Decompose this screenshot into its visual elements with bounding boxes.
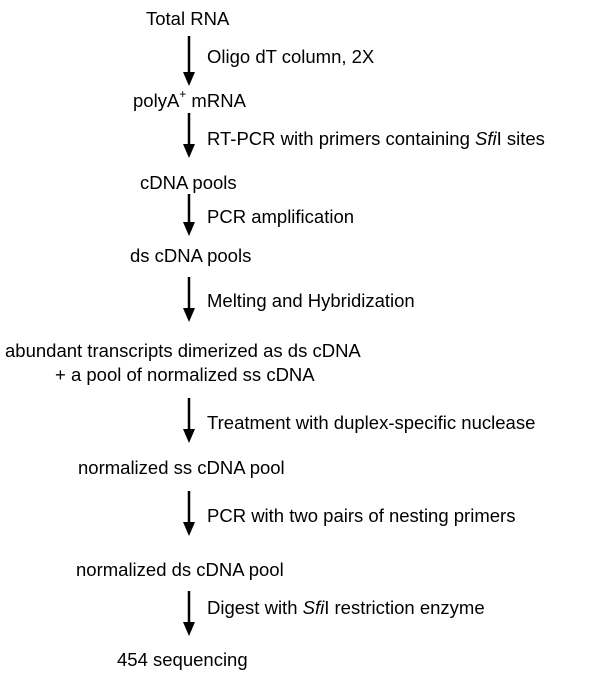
digest-text: Digest with [207, 597, 303, 618]
step-polya-text: polyA [133, 90, 180, 111]
arrow-down-icon-1 [183, 36, 195, 86]
step-454-sequencing: 454 sequencing [117, 649, 248, 670]
step-polya-superscript: + [179, 86, 187, 101]
step-normalized-ss-cdna-pool: normalized ss cDNA pool [78, 457, 285, 478]
restriction-enzyme-text: I restriction enzyme [324, 597, 485, 618]
arrow-down-icon-5 [183, 398, 195, 443]
sfi-italic: Sfi [475, 128, 497, 149]
arrow-label-rt-pcr: RT-PCR with primers containing SfiI site… [207, 128, 545, 150]
arrow-label-sfi-digest: Digest with SfiI restriction enzyme [207, 597, 485, 619]
step-total-rna: Total RNA [146, 8, 230, 29]
arrow-label-pcr-amplification: PCR amplification [207, 206, 355, 227]
arrow-down-icon-6 [183, 491, 195, 536]
arrow-label-duplex-nuclease: Treatment with duplex-specific nuclease [207, 412, 536, 433]
arrow-label-nesting-primers: PCR with two pairs of nesting primers [207, 505, 516, 526]
arrow-label-melting-hybridization: Melting and Hybridization [207, 290, 415, 311]
step-normalized-ds-cdna-pool: normalized ds cDNA pool [76, 559, 284, 580]
step-mrna-text: mRNA [186, 90, 246, 111]
step-abundant-transcripts: abundant transcripts dimerized as ds cDN… [5, 340, 361, 361]
step-ds-cdna-pools: ds cDNA pools [130, 245, 252, 266]
step-polya-mrna: polyA+ mRNA [133, 86, 246, 112]
arrow-down-icon-7 [183, 591, 195, 636]
rt-pcr-text: RT-PCR with primers containing [207, 128, 475, 149]
sites-text: I sites [496, 128, 545, 149]
arrow-down-icon-4 [183, 277, 195, 322]
step-cdna-pools: cDNA pools [140, 172, 237, 193]
arrow-down-icon-3 [183, 194, 195, 236]
step-normalized-ss-pool-mix: + a pool of normalized ss cDNA [55, 364, 315, 385]
arrow-label-oligo-dt: Oligo dT column, 2X [207, 46, 375, 67]
arrow-down-icon-2 [183, 113, 195, 158]
sfi-italic-2: Sfi [302, 597, 325, 618]
